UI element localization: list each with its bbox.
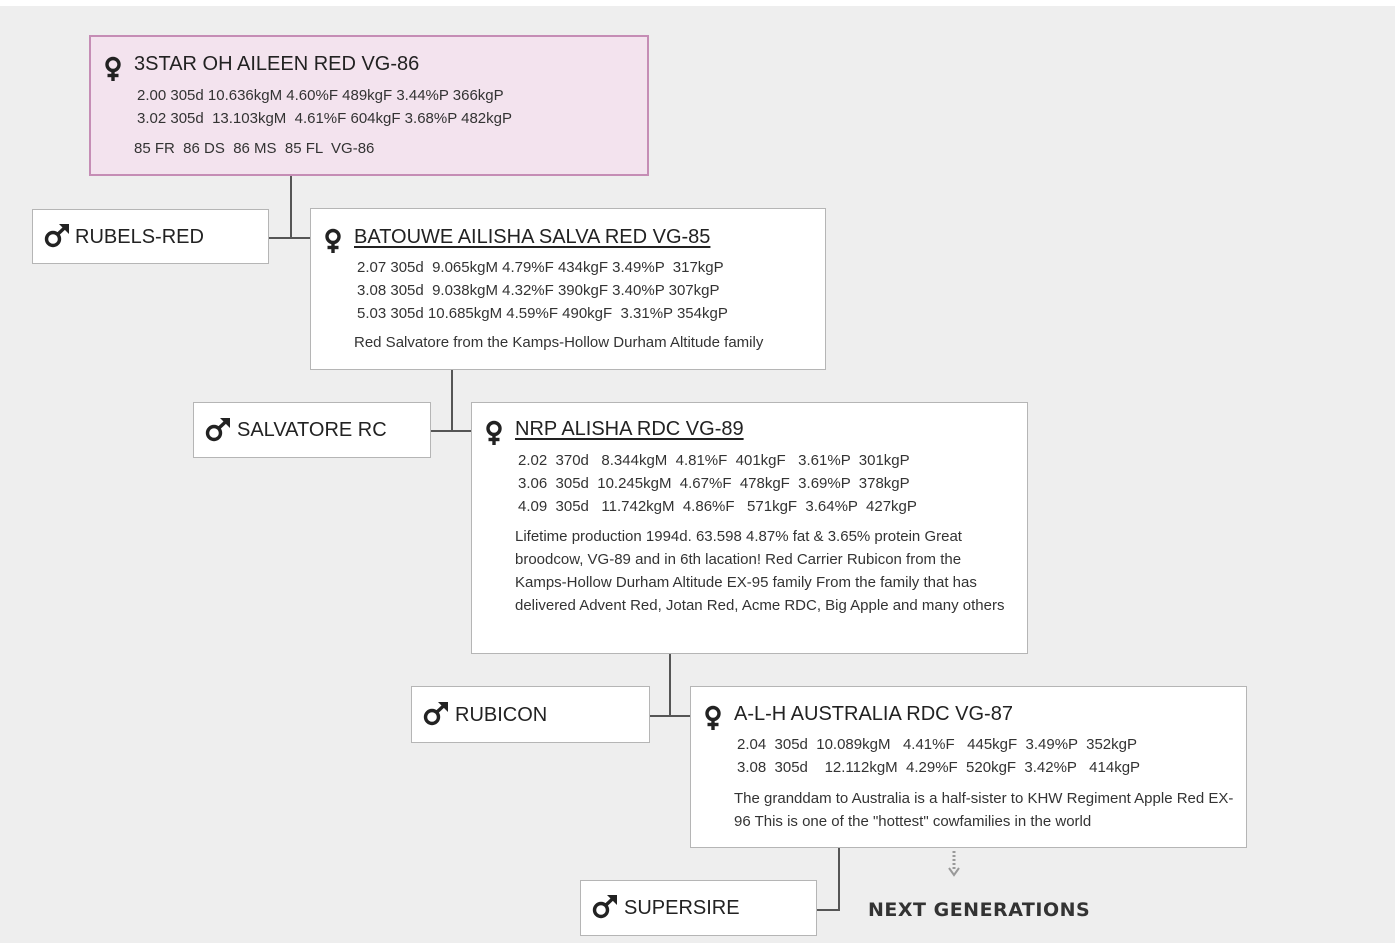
connector-line (816, 909, 840, 911)
sire-name: RUBELS-RED (75, 226, 204, 248)
lactation-record: 5.03 305d 10.685kgM 4.59%F 490kgF 3.31%P… (357, 305, 728, 322)
male-icon (592, 895, 617, 919)
dotted-arrow-down-icon (948, 851, 960, 877)
dam-description: Red Salvatore from the Kamps-Hollow Durh… (354, 334, 764, 351)
connector-line (669, 653, 671, 716)
dam-name: 3STAR OH AILEEN RED VG-86 (134, 53, 420, 75)
dam-name-link[interactable]: BATOUWE AILISHA SALVA RED VG-85 (354, 226, 711, 248)
male-icon (205, 418, 230, 442)
classification-scores: 85 FR 86 DS 86 MS 85 FL VG-86 (134, 140, 375, 157)
dam-card: BATOUWE AILISHA SALVA RED VG-85 2.07 305… (310, 208, 826, 370)
dam-card-main: 3STAR OH AILEEN RED VG-86 2.00 305d 10.6… (89, 35, 649, 176)
connector-line (451, 369, 453, 431)
lactation-record: 3.06 305d 10.245kgM 4.67%F 478kgF 3.69%P… (518, 475, 910, 492)
female-icon (486, 420, 502, 445)
dam-card: A-L-H AUSTRALIA RDC VG-87 2.04 305d 10.0… (690, 686, 1247, 848)
lactation-record: 3.08 305d 12.112kgM 4.29%F 520kgF 3.42%P… (737, 759, 1141, 776)
sire-name: SALVATORE RC (237, 419, 387, 441)
connector-line (430, 430, 472, 432)
dam-name-link[interactable]: NRP ALISHA RDC VG-89 (515, 418, 744, 440)
sire-card[interactable]: RUBICON (411, 686, 650, 743)
female-icon (325, 228, 341, 253)
lactation-record: 3.02 305d 13.103kgM 4.61%F 604kgF 3.68%P… (137, 110, 512, 127)
lactation-record: 4.09 305d 11.742kgM 4.86%F 571kgF 3.64%P… (518, 498, 917, 515)
dam-description: The granddam to Australia is a half-sist… (734, 790, 1234, 830)
lactation-record: 2.04 305d 10.089kgM 4.41%F 445kgF 3.49%P… (737, 736, 1137, 753)
sire-card[interactable]: SALVATORE RC (193, 402, 431, 458)
connector-line (838, 847, 840, 911)
lactation-record: 2.07 305d 9.065kgM 4.79%F 434kgF 3.49%P … (357, 259, 724, 276)
lactation-record: 2.02 370d 8.344kgM 4.81%F 401kgF 3.61%P … (518, 452, 910, 469)
female-icon (705, 705, 721, 730)
connector-line (268, 237, 312, 239)
dam-card: NRP ALISHA RDC VG-89 2.02 370d 8.344kgM … (471, 402, 1028, 654)
sire-name: RUBICON (455, 704, 548, 726)
dam-name: A-L-H AUSTRALIA RDC VG-87 (734, 703, 1013, 725)
male-icon (423, 702, 448, 726)
sire-card[interactable]: SUPERSIRE (580, 880, 817, 936)
sire-name: SUPERSIRE (624, 897, 740, 919)
sire-card[interactable]: RUBELS-RED (32, 209, 269, 264)
dam-description: Lifetime production 1994d. 63.598 4.87% … (515, 528, 1005, 614)
next-generations-link[interactable]: NEXT GENERATIONS (868, 899, 1091, 921)
lactation-record: 3.08 305d 9.038kgM 4.32%F 390kgF 3.40%P … (357, 282, 720, 299)
connector-line (290, 176, 292, 238)
male-icon (44, 224, 69, 248)
female-icon (105, 56, 121, 81)
connector-line (649, 715, 691, 717)
lactation-record: 2.00 305d 10.636kgM 4.60%F 489kgF 3.44%P… (137, 87, 504, 104)
